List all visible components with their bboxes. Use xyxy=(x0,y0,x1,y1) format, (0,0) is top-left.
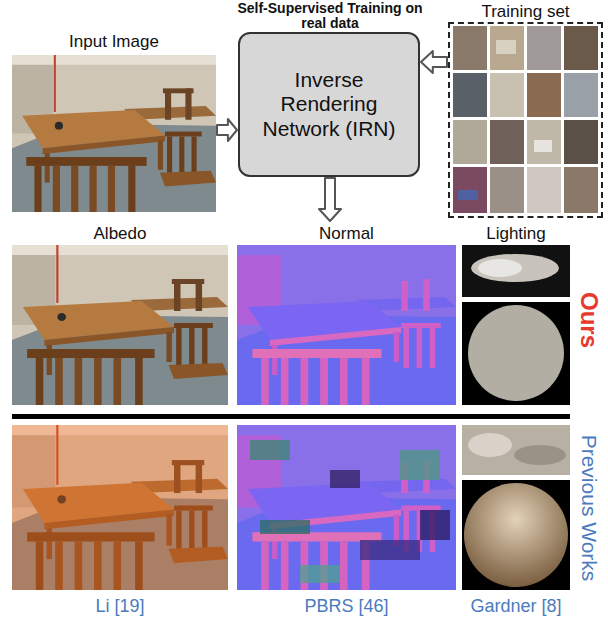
block-arrow xyxy=(217,119,237,141)
row-label: Previous Works xyxy=(577,434,601,581)
method-caption-holder: Li [19] xyxy=(12,594,228,618)
panel-heading: Albedo xyxy=(12,224,228,244)
training-set-box: Training set xyxy=(448,2,603,218)
block-arrow xyxy=(319,178,341,221)
block-arrow xyxy=(421,51,447,73)
dashed-frame xyxy=(448,22,603,218)
method-caption: Li [19] xyxy=(95,596,144,617)
training-note-holder: Self-Supervised Training on real data xyxy=(228,1,432,31)
method-caption-holder: Gardner [8] xyxy=(451,594,581,618)
row-label-holder: Ours xyxy=(572,250,606,390)
panel-heading: Training set xyxy=(448,2,603,22)
panel-heading: Lighting xyxy=(462,224,570,244)
box-text: Inverse Rendering Network (IRN) xyxy=(248,68,410,140)
method-caption-holder: PBRS [46] xyxy=(237,594,456,618)
normal-panel: Normal xyxy=(237,224,456,406)
panel-heading: Normal xyxy=(237,224,456,244)
lighting-panel: Lighting xyxy=(462,224,570,406)
network-box: Inverse Rendering Network (IRN) xyxy=(238,32,420,177)
albedo-panel: Albedo xyxy=(12,224,228,406)
input-image-panel: Input Image xyxy=(12,32,216,213)
training-note: Self-Supervised Training on real data xyxy=(228,1,432,31)
row-label-holder: Previous Works xyxy=(572,420,606,595)
method-caption: PBRS [46] xyxy=(304,596,388,617)
method-caption: Gardner [8] xyxy=(470,596,561,617)
row-label: Ours xyxy=(575,292,603,348)
panel-heading: Input Image xyxy=(12,32,216,52)
